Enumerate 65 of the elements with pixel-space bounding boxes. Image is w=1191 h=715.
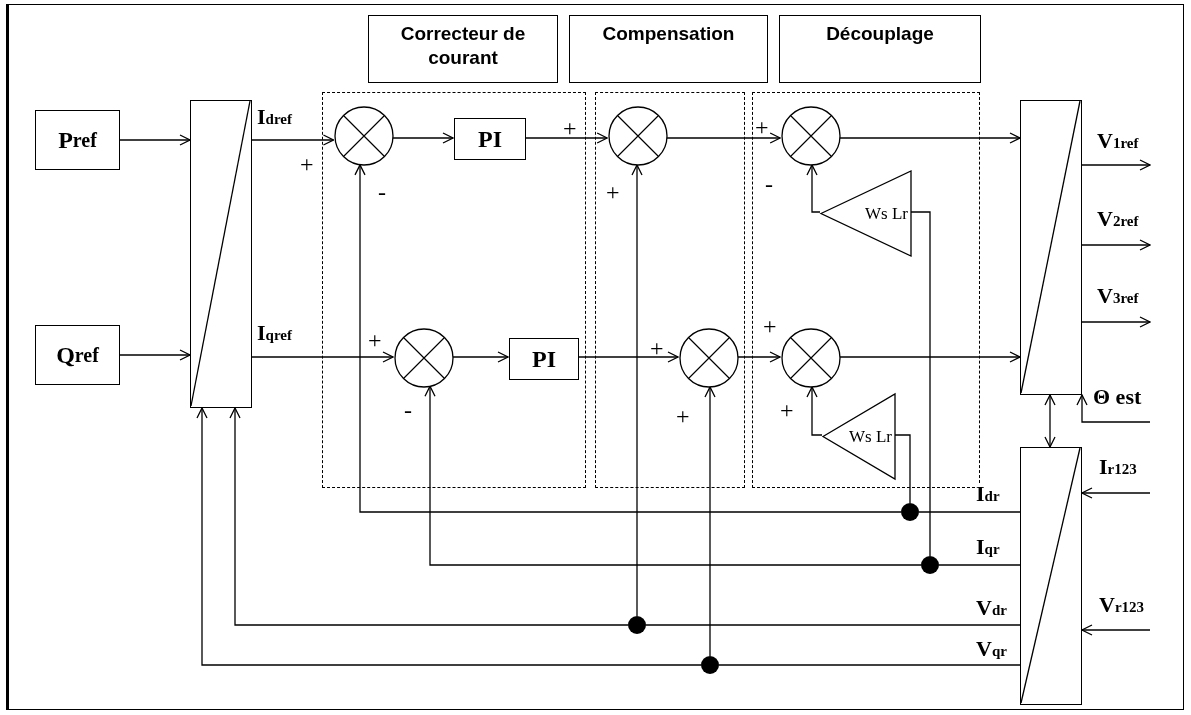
heading-box: Compensation [569, 15, 768, 83]
summing-junction [679, 328, 739, 388]
sign-label: + [368, 328, 382, 352]
heading-box: Découplage [779, 15, 981, 83]
transform-block [1020, 100, 1082, 395]
sign-label: + [780, 398, 794, 422]
transform-block [190, 100, 252, 408]
summing-junction [781, 328, 841, 388]
summing-junction [394, 328, 454, 388]
junction-dot [628, 616, 646, 634]
arrow [839, 351, 1021, 363]
arrow [737, 351, 781, 363]
block: PI [454, 118, 526, 160]
sign-label: + [755, 115, 769, 139]
arrow [1076, 394, 1151, 423]
arrow [229, 407, 629, 626]
arrow [354, 164, 902, 513]
gain-triangle [821, 171, 911, 256]
arrow [806, 164, 821, 213]
junction-dot [921, 556, 939, 574]
sign-label: - [404, 398, 412, 422]
arrow [251, 351, 394, 363]
gain-triangle [823, 394, 895, 479]
arrow [1044, 394, 1056, 448]
arrow [251, 134, 335, 146]
arrow [666, 132, 781, 144]
arrow [119, 349, 191, 361]
signal-line [718, 664, 1021, 666]
signal-line [918, 511, 1021, 513]
arrow [839, 132, 1021, 144]
signal-line [938, 564, 1021, 566]
junction-dot [701, 656, 719, 674]
sign-label: + [300, 152, 314, 176]
gain-label: Ws Lr [849, 425, 892, 448]
arrow [806, 386, 823, 436]
arrow [704, 386, 716, 657]
arrow [119, 134, 191, 146]
transform-block [1020, 447, 1082, 705]
arrow [1081, 487, 1151, 499]
sign-label: + [563, 116, 577, 140]
sign-label: + [606, 180, 620, 204]
arrow [577, 351, 679, 363]
arrow [452, 351, 509, 363]
gain-label: Ws Lr [865, 202, 908, 225]
junction-dot [901, 503, 919, 521]
sign-label: + [763, 314, 777, 338]
signal-line [645, 624, 1021, 626]
sign-label: - [378, 180, 386, 204]
arrow [392, 132, 454, 144]
sign-label: + [676, 404, 690, 428]
sign-label: - [765, 172, 773, 196]
arrow [524, 132, 608, 144]
sign-label: + [650, 336, 664, 360]
arrow [1081, 624, 1151, 636]
arrow [424, 385, 922, 566]
summing-junction [334, 106, 394, 166]
summing-junction [608, 106, 668, 166]
arrow [1081, 239, 1151, 251]
heading-box: Correcteur de courant [368, 15, 558, 83]
arrow [1081, 316, 1151, 328]
block: PI [509, 338, 579, 380]
arrow [631, 164, 643, 617]
arrow [196, 407, 702, 666]
arrow [1081, 159, 1151, 171]
summing-junction [781, 106, 841, 166]
